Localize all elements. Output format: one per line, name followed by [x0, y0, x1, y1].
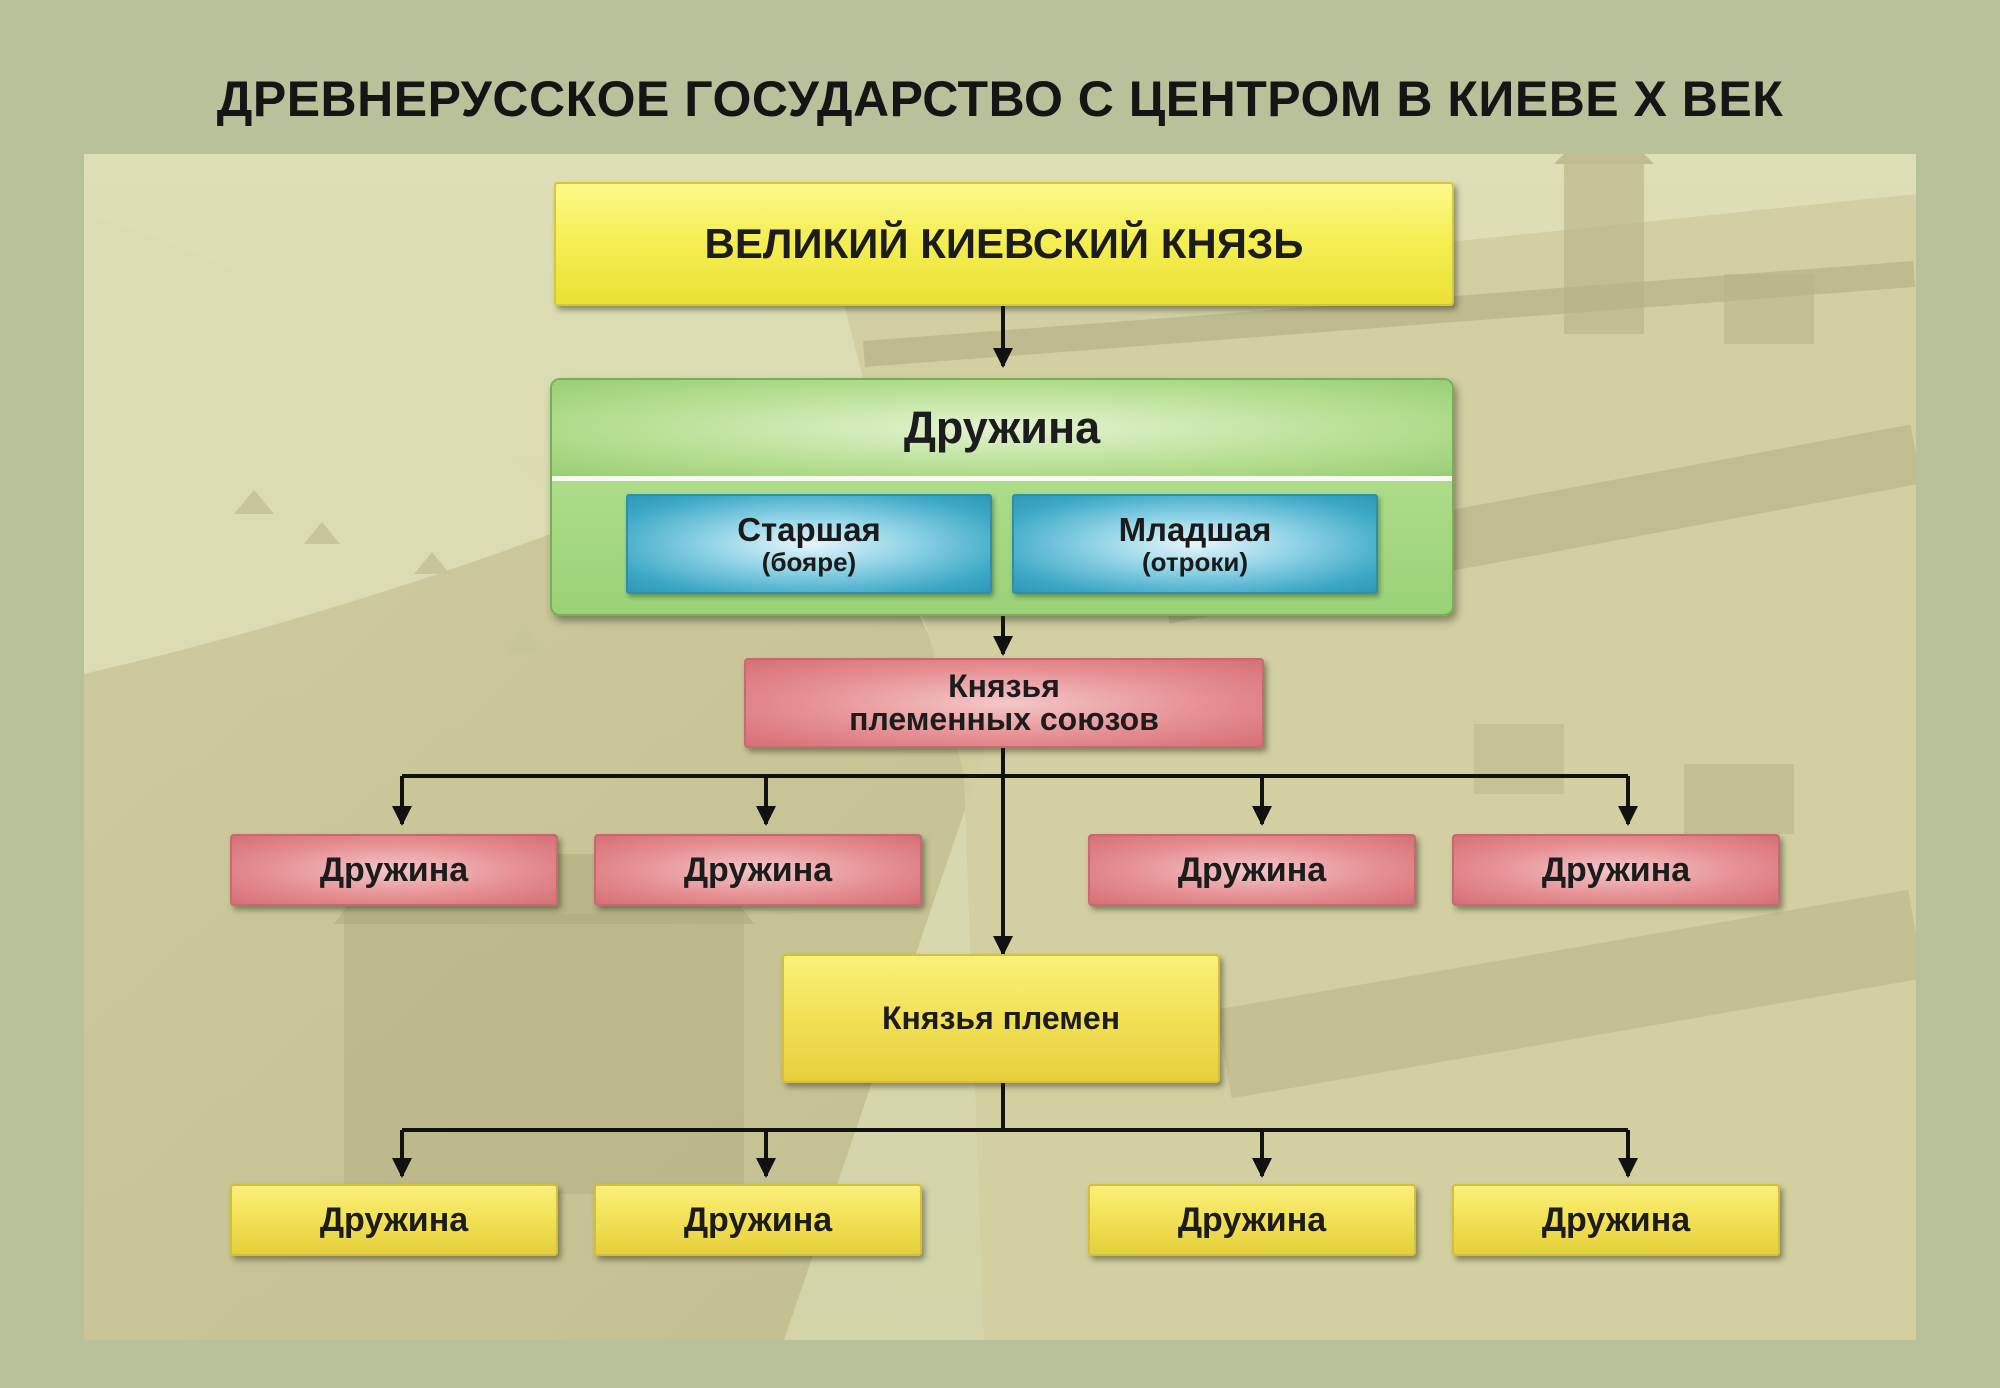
grand-prince-label: ВЕЛИКИЙ КИЕВСКИЙ КНЯЗЬ: [704, 220, 1304, 267]
junior-druzhina-label: Младшая: [1118, 511, 1272, 548]
union-druzhina-box-1: Дружина: [230, 834, 558, 906]
union-druzhina-box-2: Дружина: [594, 834, 922, 906]
grand-prince-box: ВЕЛИКИЙ КИЕВСКИЙ КНЯЗЬ: [554, 182, 1454, 306]
druzhina-divider: [552, 476, 1452, 481]
union-druzhina-box-4: Дружина: [1452, 834, 1780, 906]
tribe-druzhina-box-1: Дружина: [230, 1184, 558, 1256]
tribe-druzhina-box-4: Дружина: [1452, 1184, 1780, 1256]
senior-druzhina-box: Старшая (бояре): [626, 494, 992, 594]
page-title: ДРЕВНЕРУССКОЕ ГОСУДАРСТВО С ЦЕНТРОМ В КИ…: [216, 71, 1784, 127]
senior-druzhina-label: Старшая: [737, 511, 881, 548]
senior-druzhina-note: (бояре): [761, 547, 857, 577]
tribe-druzhina-label: Дружина: [319, 1200, 469, 1239]
union-druzhina-box-3: Дружина: [1088, 834, 1416, 906]
druzhina-panel: Дружина Старшая (бояре) Младшая (отроки): [550, 378, 1454, 616]
union-druzhina-label: Дружина: [1177, 850, 1327, 889]
union-princes-line2: племенных союзов: [849, 701, 1159, 737]
union-druzhina-label: Дружина: [319, 850, 469, 889]
tribe-princes-box: Князья племен: [782, 954, 1220, 1083]
tribe-druzhina-label: Дружина: [1541, 1200, 1691, 1239]
union-princes-line1: Князья: [948, 668, 1060, 704]
diagram-area: ВЕЛИКИЙ КИЕВСКИЙ КНЯЗЬ Дружина Старшая (…: [84, 154, 1916, 1340]
tribe-druzhina-box-2: Дружина: [594, 1184, 922, 1256]
junior-druzhina-box: Младшая (отроки): [1012, 494, 1378, 594]
tribe-druzhina-box-3: Дружина: [1088, 1184, 1416, 1256]
tribe-druzhina-label: Дружина: [683, 1200, 833, 1239]
tribe-princes-label: Князья племен: [881, 1000, 1121, 1036]
union-druzhina-label: Дружина: [683, 850, 833, 889]
union-druzhina-label: Дружина: [1541, 850, 1691, 889]
druzhina-title: Дружина: [552, 380, 1452, 476]
union-princes-box: Князья племенных союзов: [744, 658, 1264, 748]
junior-druzhina-note: (отроки): [1141, 547, 1249, 577]
tribe-druzhina-label: Дружина: [1177, 1200, 1327, 1239]
